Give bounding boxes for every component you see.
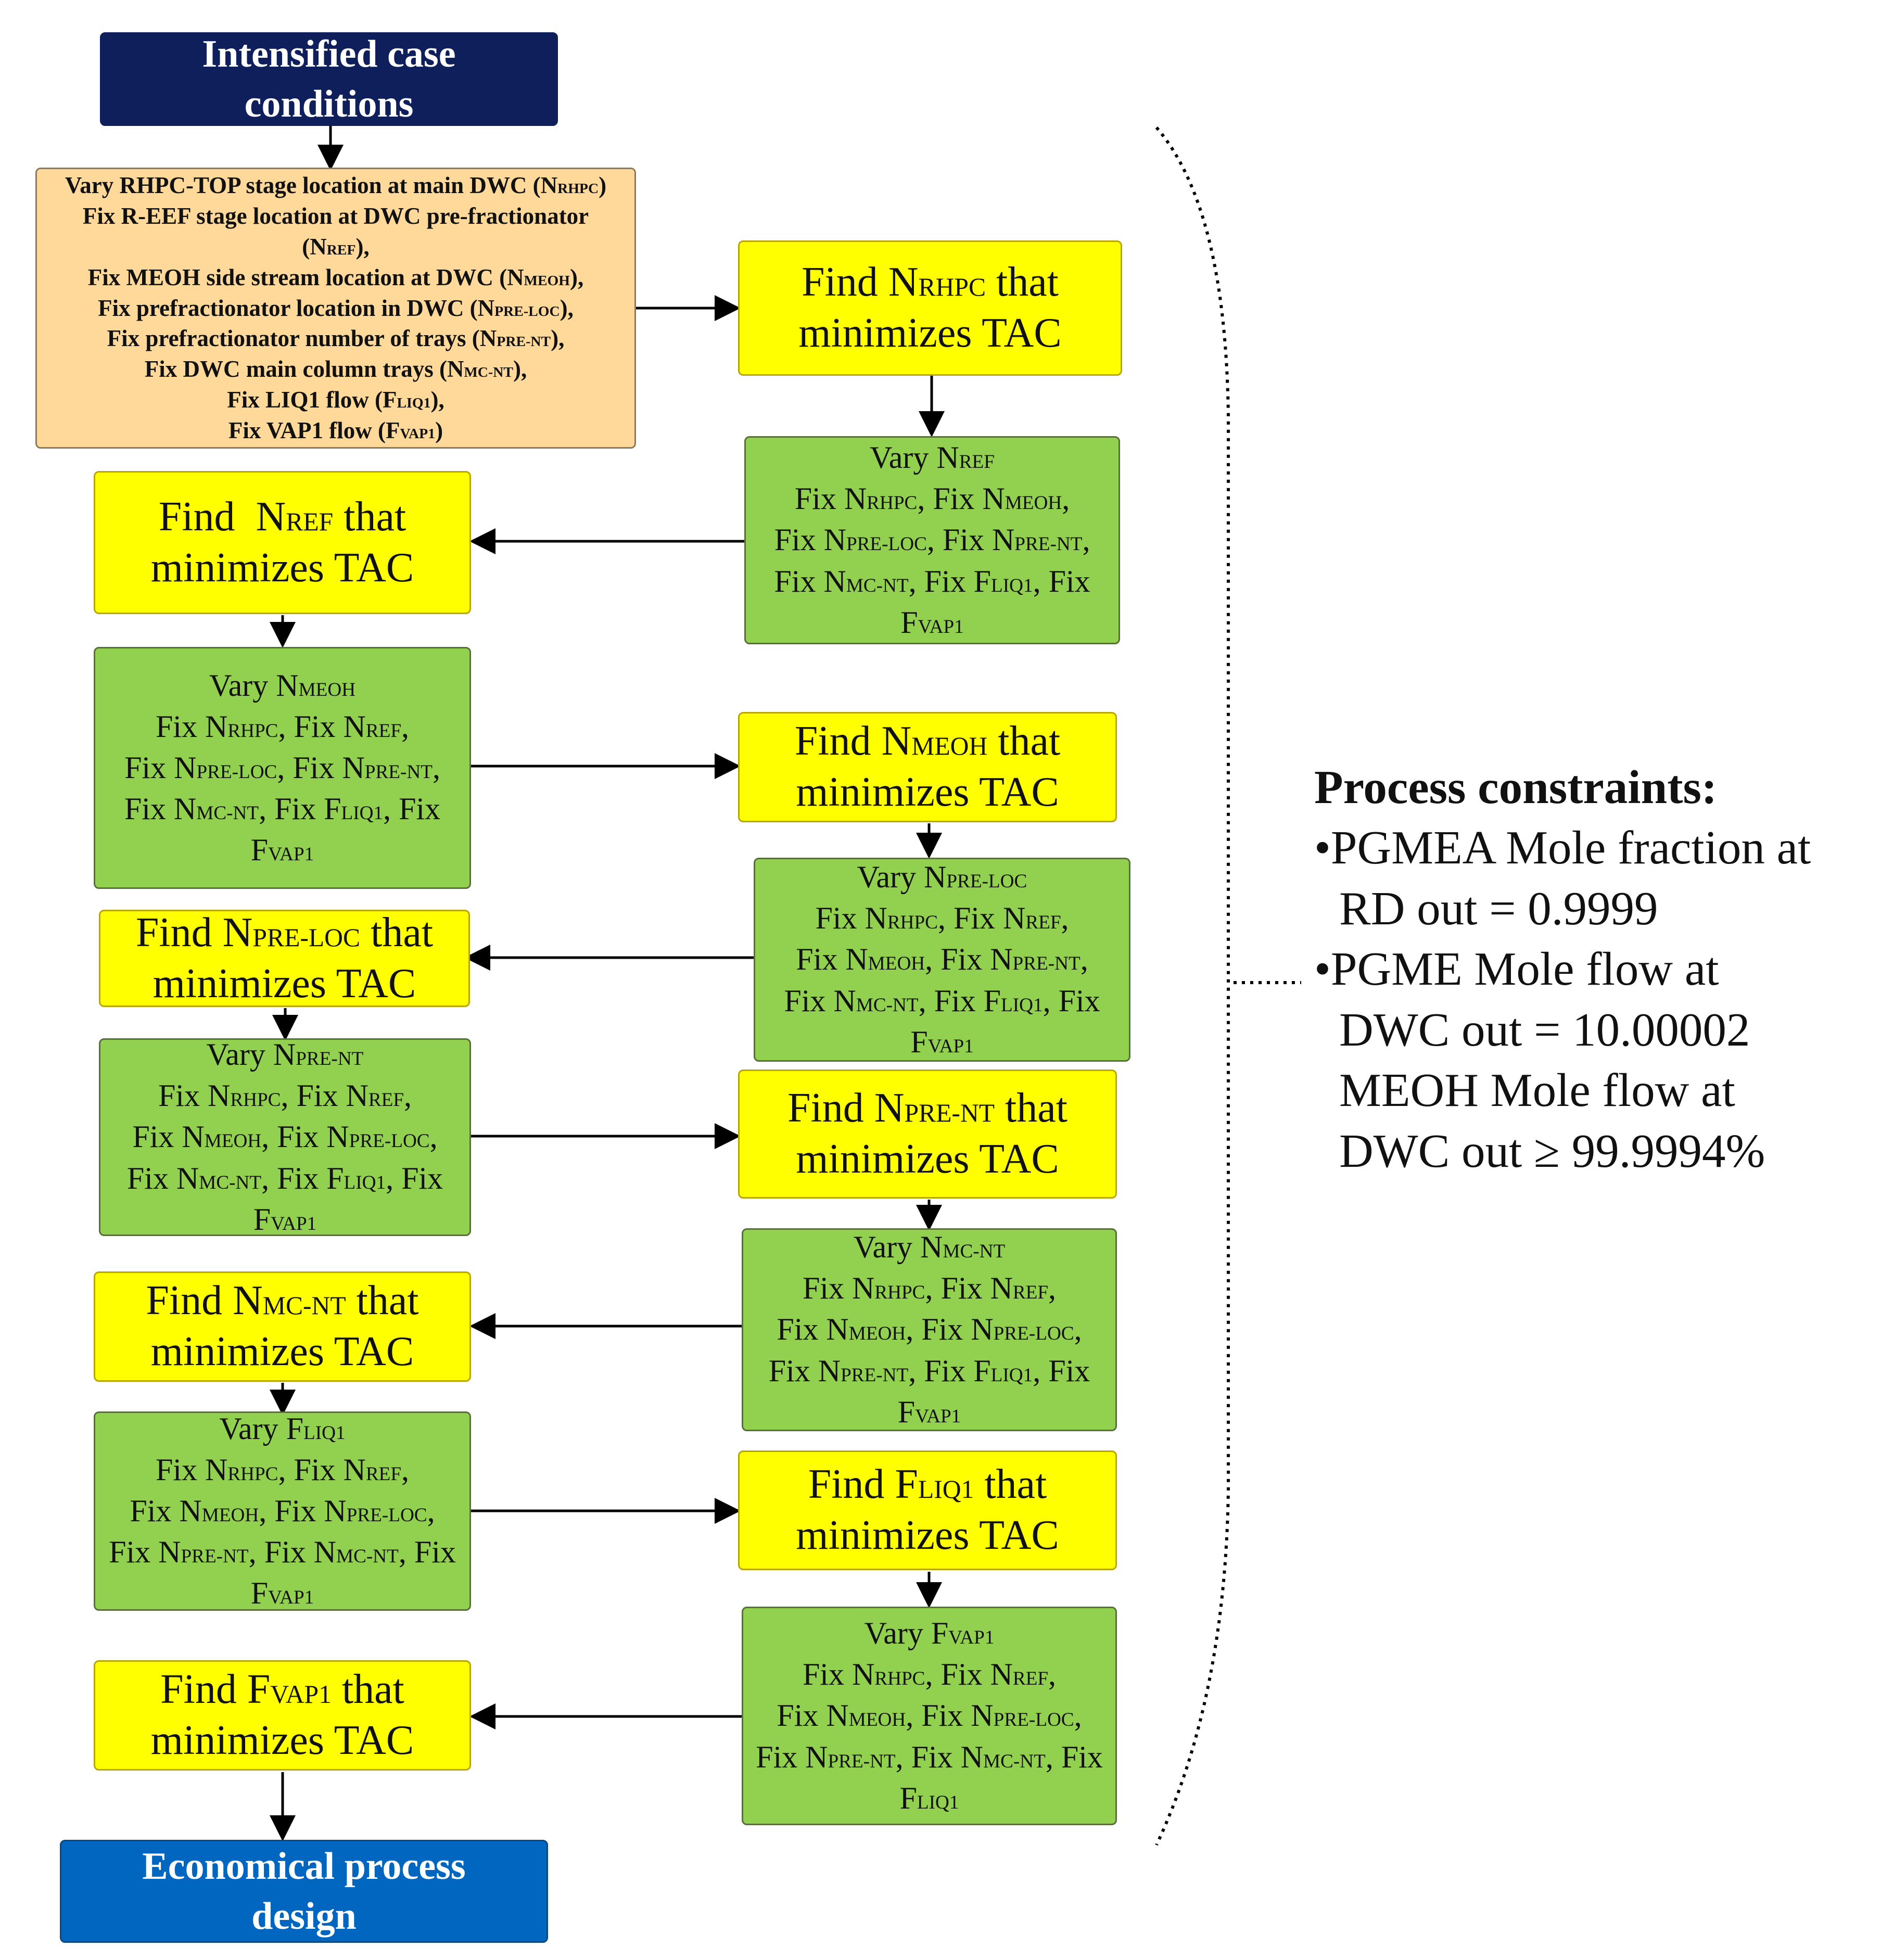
vary-preloc-box: Vary NPRE-LOC Fix NRHPC, Fix NREF, Fix N… — [754, 858, 1130, 1062]
init-line-8: Fix LIQ1 flow (FLIQ1), — [227, 387, 444, 413]
vary-vap1-line-4: Fix NPRE-NT, Fix NMC-NT, Fix — [756, 1739, 1103, 1774]
vary-mcnt-line-4: Fix NPRE-NT, Fix FLIQ1, Fix — [768, 1353, 1090, 1388]
find-preloc-box: Find NPRE-LOC that minimizes TAC — [99, 910, 470, 1007]
start-box-intensified-case: Intensified case conditions — [100, 32, 558, 126]
vary-vap1-box: Vary FVAP1 Fix NRHPC, Fix NREF, Fix NMEO… — [742, 1607, 1117, 1825]
end-line-2: design — [251, 1895, 357, 1938]
init-line-9: Fix VAP1 flow (FVAP1) — [228, 417, 443, 444]
find-rhpc-line-1: Find NRHPC that — [801, 259, 1059, 306]
init-line-7: Fix DWC main column trays (NMC-NT), — [144, 356, 527, 383]
vary-preloc-line-5: FVAP1 — [910, 1024, 974, 1059]
vary-prent-line-1: Vary NPRE-NT — [206, 1037, 364, 1072]
vary-meoh-line-1: Vary NMEOH — [209, 668, 356, 703]
vary-liq1-line-3: Fix NMEOH, Fix NPRE-LOC, — [130, 1493, 435, 1528]
constraint-1-line-1: •PGMEA Mole fraction at — [1314, 821, 1811, 874]
init-line-4: Fix MEOH side stream location at DWC (NM… — [87, 264, 584, 290]
find-prent-line-2: minimizes TAC — [796, 1136, 1059, 1182]
find-rhpc-line-2: minimizes TAC — [798, 310, 1062, 356]
vary-liq1-line-5: FVAP1 — [250, 1576, 314, 1611]
vary-liq1-box: Vary FLIQ1 Fix NRHPC, Fix NREF, Fix NMEO… — [94, 1411, 471, 1611]
constraint-1-line-2: RD out = 0.9999 — [1339, 882, 1658, 935]
vary-vap1-line-1: Vary FVAP1 — [864, 1616, 995, 1651]
init-line-5: Fix prefractionator location in DWC (NPR… — [98, 295, 574, 321]
vary-ref-line-2: Fix NRHPC, Fix NMEOH, — [794, 481, 1070, 516]
find-prent-line-1: Find NPRE-NT that — [787, 1085, 1068, 1131]
vary-preloc-line-3: Fix NMEOH, Fix NPRE-NT, — [796, 942, 1088, 977]
vary-liq1-line-1: Vary FLIQ1 — [219, 1411, 346, 1446]
find-vap1-box: Find FVAP1 that minimizes TAC — [94, 1660, 471, 1771]
find-liq1-box: Find FLIQ1 that minimizes TAC — [738, 1450, 1117, 1570]
vary-prent-line-3: Fix NMEOH, Fix NPRE-LOC, — [132, 1119, 438, 1154]
find-meoh-box: Find NMEOH that minimizes TAC — [738, 712, 1117, 822]
vary-meoh-line-2: Fix NRHPC, Fix NREF, — [155, 709, 410, 744]
vary-liq1-line-2: Fix NRHPC, Fix NREF, — [155, 1452, 410, 1487]
vary-mcnt-box: Vary NMC-NT Fix NRHPC, Fix NREF, Fix NME… — [742, 1228, 1117, 1431]
vary-prent-line-2: Fix NRHPC, Fix NREF, — [158, 1078, 412, 1113]
init-line-6: Fix prefractionator number of trays (NPR… — [107, 325, 565, 352]
end-line-1: Economical process — [142, 1844, 466, 1888]
find-prent-box: Find NPRE-NT that minimizes TAC — [738, 1070, 1117, 1199]
vary-liq1-line-4: Fix NPRE-NT, Fix NMC-NT, Fix — [109, 1535, 456, 1570]
vary-ref-line-1: Vary NREF — [870, 440, 995, 475]
process-constraints: Process constraints: •PGMEA Mole fractio… — [1314, 757, 1811, 1181]
find-ref-line-1: Find NREF that — [158, 493, 406, 540]
init-line-2: Fix R-EEF stage location at DWC pre-frac… — [82, 202, 589, 229]
vary-meoh-line-5: FVAP1 — [250, 833, 314, 868]
vary-ref-box: Vary NREF Fix NRHPC, Fix NMEOH, Fix NPRE… — [744, 436, 1120, 644]
init-line-1: Vary RHPC-TOP stage location at main DWC… — [65, 172, 607, 198]
vary-ref-line-5: FVAP1 — [900, 605, 964, 640]
find-rhpc-box: Find NRHPC that minimizes TAC — [738, 240, 1122, 376]
vary-prent-line-5: FVAP1 — [253, 1202, 317, 1237]
find-liq1-line-1: Find FLIQ1 that — [808, 1461, 1047, 1508]
vary-preloc-line-4: Fix NMC-NT, Fix FLIQ1, Fix — [784, 983, 1100, 1018]
vary-meoh-line-3: Fix NPRE-LOC, Fix NPRE-NT, — [124, 750, 440, 785]
find-ref-line-2: minimizes TAC — [150, 544, 414, 591]
vary-prent-line-4: Fix NMC-NT, Fix FLIQ1, Fix — [126, 1161, 443, 1195]
end-box-economical-design: Economical process design — [60, 1840, 548, 1943]
vary-mcnt-line-3: Fix NMEOH, Fix NPRE-LOC, — [777, 1312, 1082, 1347]
vary-mcnt-line-2: Fix NRHPC, Fix NREF, — [802, 1271, 1057, 1306]
vary-mcnt-line-1: Vary NMC-NT — [853, 1230, 1006, 1265]
start-line-1: Intensified case — [202, 32, 456, 75]
vary-mcnt-line-5: FVAP1 — [897, 1394, 961, 1429]
find-vap1-line-1: Find FVAP1 that — [160, 1666, 404, 1713]
find-liq1-line-2: minimizes TAC — [796, 1512, 1059, 1558]
find-mcnt-line-2: minimizes TAC — [150, 1329, 414, 1374]
constraint-2-line-4: DWC out ≥ 99.9994% — [1339, 1124, 1765, 1177]
curly-brace — [1155, 126, 1230, 1846]
vary-ref-line-4: Fix NMC-NT, Fix FLIQ1, Fix — [774, 564, 1090, 599]
start-line-2: conditions — [244, 83, 414, 125]
find-meoh-line-2: minimizes TAC — [796, 769, 1059, 815]
constraint-2-line-1: •PGME Mole flow at — [1314, 943, 1719, 996]
find-preloc-line-2: minimizes TAC — [152, 960, 416, 1007]
find-preloc-line-1: Find NPRE-LOC that — [135, 909, 434, 956]
vary-meoh-line-4: Fix NMC-NT, Fix FLIQ1, Fix — [124, 792, 441, 826]
init-line-3: (NREF), — [302, 233, 370, 260]
vary-vap1-line-5: FLIQ1 — [899, 1780, 959, 1815]
constraints-heading: Process constraints: — [1314, 761, 1718, 813]
find-ref-box: Find NREF that minimizes TAC — [94, 471, 471, 614]
vary-prent-box: Vary NPRE-NT Fix NRHPC, Fix NREF, Fix NM… — [99, 1037, 471, 1237]
find-vap1-line-2: minimizes TAC — [150, 1717, 414, 1763]
constraint-2-line-2: DWC out = 10.00002 — [1339, 1003, 1750, 1056]
find-meoh-line-1: Find NMEOH that — [794, 718, 1061, 765]
vary-preloc-line-1: Vary NPRE-LOC — [857, 860, 1027, 895]
constraint-2-line-3: MEOH Mole flow at — [1339, 1064, 1735, 1117]
vary-vap1-line-3: Fix NMEOH, Fix NPRE-LOC, — [777, 1698, 1082, 1733]
vary-meoh-box: Vary NMEOH Fix NRHPC, Fix NREF, Fix NPRE… — [94, 647, 471, 889]
find-mcnt-line-1: Find NMC-NT that — [146, 1278, 419, 1324]
vary-preloc-line-2: Fix NRHPC, Fix NREF, — [815, 901, 1069, 936]
find-mcnt-box: Find NMC-NT that minimizes TAC — [94, 1271, 471, 1382]
vary-ref-line-3: Fix NPRE-LOC, Fix NPRE-NT, — [774, 523, 1090, 557]
initial-conditions-box: Vary RHPC-TOP stage location at main DWC… — [35, 168, 636, 449]
vary-vap1-line-2: Fix NRHPC, Fix NREF, — [802, 1657, 1057, 1692]
